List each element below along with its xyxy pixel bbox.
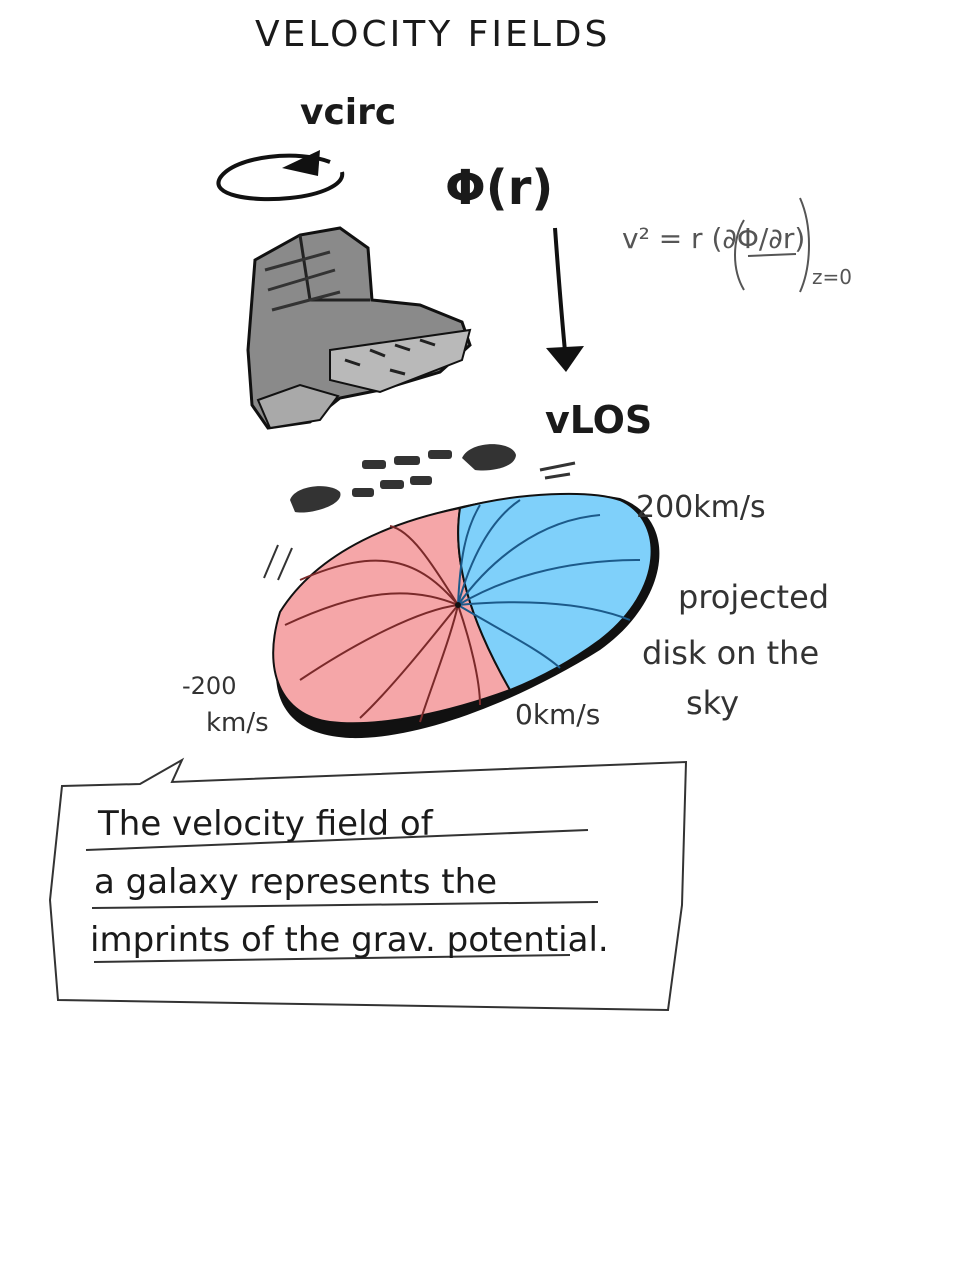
negative-velocity-unit: km/s bbox=[206, 708, 269, 738]
down-arrow-icon bbox=[546, 227, 584, 372]
formula-decoration bbox=[734, 197, 810, 293]
blue-contours bbox=[457, 499, 641, 669]
red-contours bbox=[284, 525, 481, 723]
bubble-text-line: imprints of the grav. potential. bbox=[90, 920, 609, 960]
tilt-marks bbox=[263, 544, 293, 581]
positive-velocity-label: 200km/s bbox=[636, 490, 766, 525]
rotation-arrow-icon bbox=[216, 150, 345, 202]
projected-disk-label-line: disk on the bbox=[642, 634, 820, 672]
footprint-icon bbox=[290, 444, 576, 513]
projected-disk bbox=[272, 492, 660, 739]
page-title: VELOCITY FIELDS bbox=[255, 14, 611, 55]
formula-subscript: z=0 bbox=[812, 265, 852, 289]
projected-disk-label-line: sky bbox=[686, 684, 739, 722]
potential-label: Φ(r) bbox=[445, 160, 554, 216]
circular-velocity-formula: v² = r (∂Φ/∂r) bbox=[622, 222, 806, 255]
vlos-label: vLOS bbox=[545, 398, 653, 442]
bubble-text-line: a galaxy represents the bbox=[94, 862, 498, 902]
zero-velocity-label: 0km/s bbox=[515, 698, 601, 731]
boot-icon bbox=[246, 226, 472, 430]
projected-disk-label-line: projected bbox=[678, 578, 830, 616]
speech-bubble bbox=[48, 757, 688, 1012]
negative-velocity-value: -200 bbox=[182, 672, 237, 700]
receding-side bbox=[457, 492, 653, 692]
bubble-text-line: The velocity field of bbox=[98, 804, 433, 844]
vcirc-label: vcirc bbox=[300, 92, 397, 133]
